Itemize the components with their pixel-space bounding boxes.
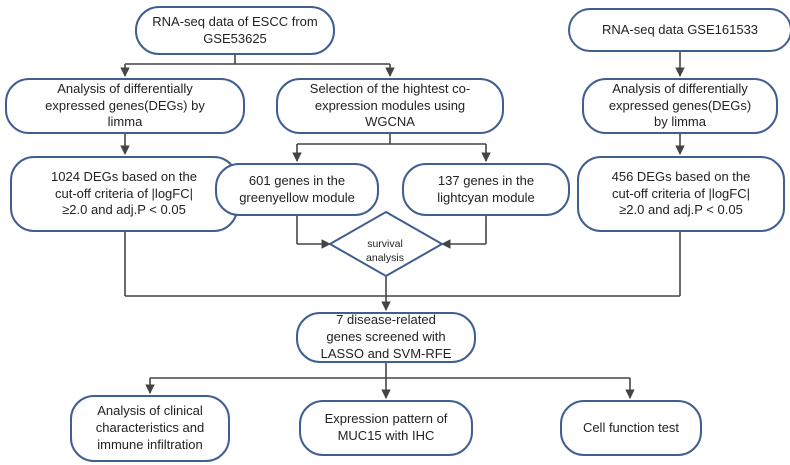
node-lightcyan-module: 137 genes in the lightcyan module xyxy=(402,163,570,216)
node-lasso-svm: 7 disease-related genes screened with LA… xyxy=(296,312,476,363)
survival-diamond xyxy=(327,210,445,278)
node-rna-gse53625: RNA-seq data of ESCC from GSE53625 xyxy=(135,6,335,55)
node-degs-1024: 1024 DEGs based on the cut-off criteria … xyxy=(10,156,238,232)
node-deg-left: Analysis of differentially expressed gen… xyxy=(5,78,245,134)
node-clinical-immune: Analysis of clinical characteristics and… xyxy=(70,395,230,462)
node-cell-function: Cell function test xyxy=(560,400,702,456)
node-rna-gse161533: RNA-seq data GSE161533 xyxy=(568,8,790,52)
node-wgcna: Selection of the hightest co- expression… xyxy=(276,78,504,134)
node-degs-456: 456 DEGs based on the cut-off criteria o… xyxy=(577,156,785,232)
node-greenyellow-module: 601 genes in the greenyellow module xyxy=(215,163,379,216)
survival-analysis-label: survival analysis xyxy=(366,237,404,264)
node-deg-right: Analysis of differentially expressed gen… xyxy=(582,78,778,134)
node-muc15-ihc: Expression pattern of MUC15 with IHC xyxy=(299,400,473,456)
